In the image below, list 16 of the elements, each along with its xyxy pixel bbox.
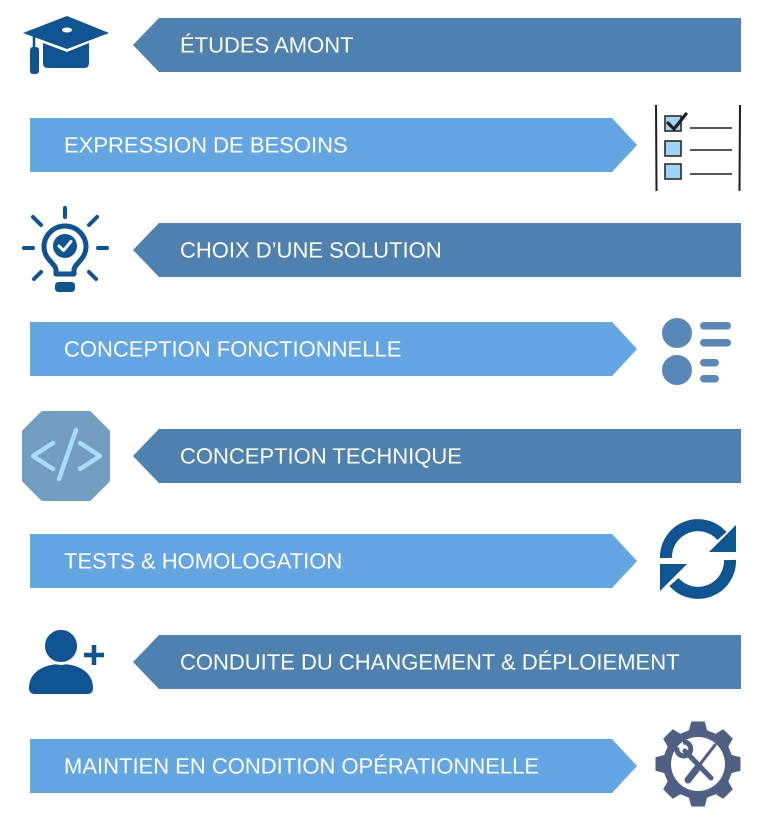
step-label: EXPRESSION DE BESOINS <box>64 132 348 158</box>
step-arrow-band <box>133 429 741 483</box>
step-arrow-band <box>133 18 741 72</box>
step-arrow-band <box>30 322 637 376</box>
step-label: CONCEPTION FONCTIONNELLE <box>64 336 402 362</box>
step-arrow-band <box>133 223 741 277</box>
step-arrow-band <box>133 635 741 689</box>
step-arrow-band <box>30 739 637 793</box>
step-label: CHOIX D’UNE SOLUTION <box>180 237 442 263</box>
step-arrow-band <box>30 534 637 588</box>
step-label: TESTS & HOMOLOGATION <box>64 548 342 574</box>
step-arrow-band <box>30 118 637 172</box>
step-label: MAINTIEN EN CONDITION OPÉRATIONNELLE <box>64 753 540 779</box>
step-label: CONDUITE DU CHANGEMENT & DÉPLOIEMENT <box>180 649 680 675</box>
step-label: ÉTUDES AMONT <box>180 32 354 58</box>
step-label: CONCEPTION TECHNIQUE <box>180 443 462 469</box>
